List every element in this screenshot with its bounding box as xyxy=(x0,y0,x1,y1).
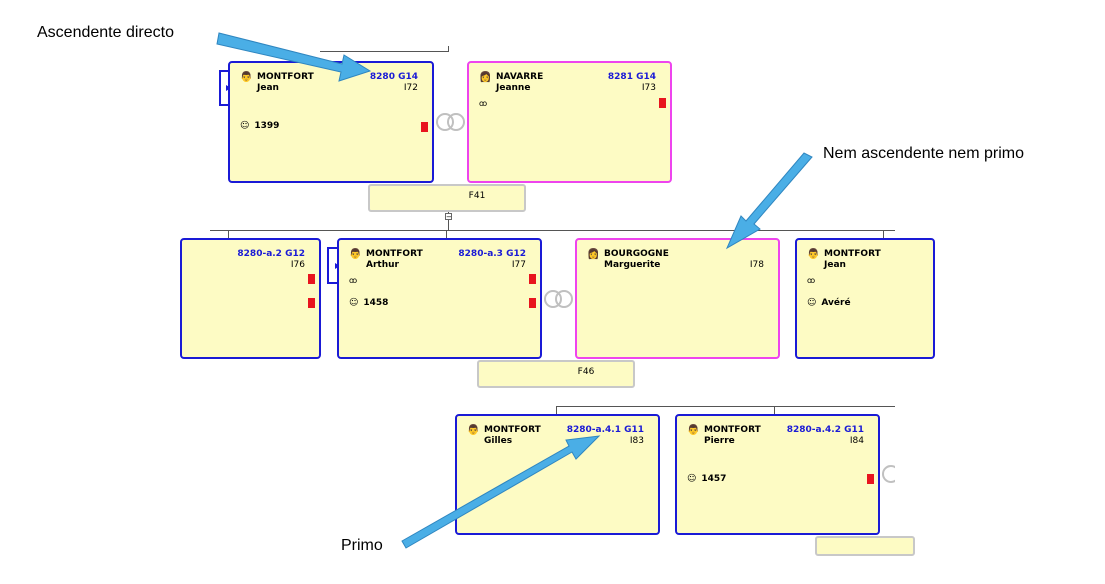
given-name: Jean xyxy=(824,260,846,270)
person-id: I76 xyxy=(290,260,305,270)
female-person-icon: 👩 xyxy=(587,249,600,260)
male-person-icon: 👨 xyxy=(349,249,362,260)
person-id: I77 xyxy=(511,260,526,270)
flag-marker xyxy=(659,98,666,108)
caption-ascendente-directo: Ascendente directo xyxy=(37,24,174,41)
family-id: F41 xyxy=(468,191,486,201)
male-person-icon: 👨 xyxy=(687,425,700,436)
person-card-jean-montfort[interactable]: 👨 MONTFORT Jean 8280 G14 I72 ☺1399 xyxy=(228,61,434,183)
birth-icon: ☺ xyxy=(687,474,697,484)
surname: MONTFORT xyxy=(484,425,541,435)
male-person-icon: 👨 xyxy=(240,72,253,83)
person-id: I73 xyxy=(641,83,656,93)
connector-line xyxy=(448,211,449,231)
person-card-jean-montfort-right[interactable]: 👨 MONTFORT Jean ꝏ ☺Avéré xyxy=(795,238,935,359)
flag-marker xyxy=(308,274,315,284)
connector-line xyxy=(446,230,447,238)
surname: MONTFORT xyxy=(366,249,423,259)
given-name: Arthur xyxy=(366,260,399,270)
family-box-f46[interactable]: F46 xyxy=(477,360,635,388)
person-id: I72 xyxy=(403,83,418,93)
marriage-rings-icon xyxy=(436,113,465,131)
marriage-rings-icon xyxy=(882,465,895,483)
birth-info: ☺1457 xyxy=(687,474,727,484)
person-card-partial-left[interactable]: 8280-a.2 G12 I76 xyxy=(180,238,321,359)
given-name: Marguerite xyxy=(604,260,661,270)
given-name: Pierre xyxy=(704,436,735,446)
female-person-icon: 👩 xyxy=(479,72,492,83)
person-id: I83 xyxy=(629,436,644,446)
family-id: F46 xyxy=(577,367,595,377)
sosa-code: 8280-a.4.2 G11 xyxy=(786,425,864,435)
person-card-pierre-montfort[interactable]: 👨 MONTFORT Pierre 8280-a.4.2 G11 I84 ☺14… xyxy=(675,414,880,535)
surname: BOURGOGNE xyxy=(604,249,669,259)
connector-line xyxy=(320,51,448,52)
surname: MONTFORT xyxy=(257,72,314,82)
connector-line xyxy=(228,230,229,238)
flag-marker xyxy=(308,298,315,308)
flag-marker xyxy=(529,274,536,284)
flag-marker xyxy=(529,298,536,308)
children-icon: ꝏ xyxy=(479,99,488,108)
person-card-marguerite-bourgogne[interactable]: 👩 BOURGOGNE Marguerite I78 xyxy=(575,238,780,359)
flag-marker xyxy=(421,122,428,132)
surname: MONTFORT xyxy=(824,249,881,259)
connector-line xyxy=(210,230,895,231)
children-icon: ꝏ xyxy=(807,276,816,285)
given-name: Gilles xyxy=(484,436,513,446)
birth-icon: ☺ xyxy=(240,121,250,131)
sosa-code: 8280 G14 xyxy=(369,72,418,82)
male-person-icon: 👨 xyxy=(807,249,820,260)
flag-marker xyxy=(867,474,874,484)
caption-nem-ascendente-nem-primo: Nem ascendente nem primo xyxy=(823,145,1024,162)
surname: NAVARRE xyxy=(496,72,544,82)
male-person-icon: 👨 xyxy=(467,425,480,436)
sosa-code: 8280-a.4.1 G11 xyxy=(566,425,644,435)
birth-info: ☺1399 xyxy=(240,121,280,131)
person-id: I78 xyxy=(749,260,764,270)
connector-line xyxy=(883,230,884,238)
connector-line xyxy=(556,406,895,407)
given-name: Jeanne xyxy=(496,83,531,93)
person-card-arthur-montfort[interactable]: 👨 MONTFORT Arthur 8280-a.3 G12 I77 ꝏ ☺14… xyxy=(337,238,542,359)
collapse-toggle[interactable]: − xyxy=(445,213,452,221)
sosa-code: 8280-a.2 G12 xyxy=(237,249,305,259)
family-box-partial[interactable] xyxy=(815,536,915,556)
birth-info: ☺1458 xyxy=(349,298,389,308)
marriage-rings-icon xyxy=(544,290,573,308)
person-card-jeanne-navarre[interactable]: 👩 NAVARRE Jeanne 8281 G14 I73 ꝏ xyxy=(467,61,672,183)
sosa-code: 8280-a.3 G12 xyxy=(458,249,526,259)
connector-line xyxy=(448,46,449,52)
person-card-gilles-montfort[interactable]: 👨 MONTFORT Gilles 8280-a.4.1 G11 I83 xyxy=(455,414,660,535)
connector-line xyxy=(556,406,557,414)
sosa-code: 8281 G14 xyxy=(607,72,656,82)
arrow-primo xyxy=(401,435,601,549)
caption-primo: Primo xyxy=(341,537,383,554)
family-box-f41[interactable]: F41 xyxy=(368,184,526,212)
arrow-nem-ascendente xyxy=(725,152,813,250)
connector-line xyxy=(774,406,775,414)
birth-info: ☺Avéré xyxy=(807,298,851,308)
person-id: I84 xyxy=(849,436,864,446)
arrow-ascendente-directo xyxy=(216,32,372,82)
surname: MONTFORT xyxy=(704,425,761,435)
children-icon: ꝏ xyxy=(349,276,358,285)
given-name: Jean xyxy=(257,83,279,93)
birth-icon: ☺ xyxy=(349,298,359,308)
birth-icon: ☺ xyxy=(807,298,817,308)
